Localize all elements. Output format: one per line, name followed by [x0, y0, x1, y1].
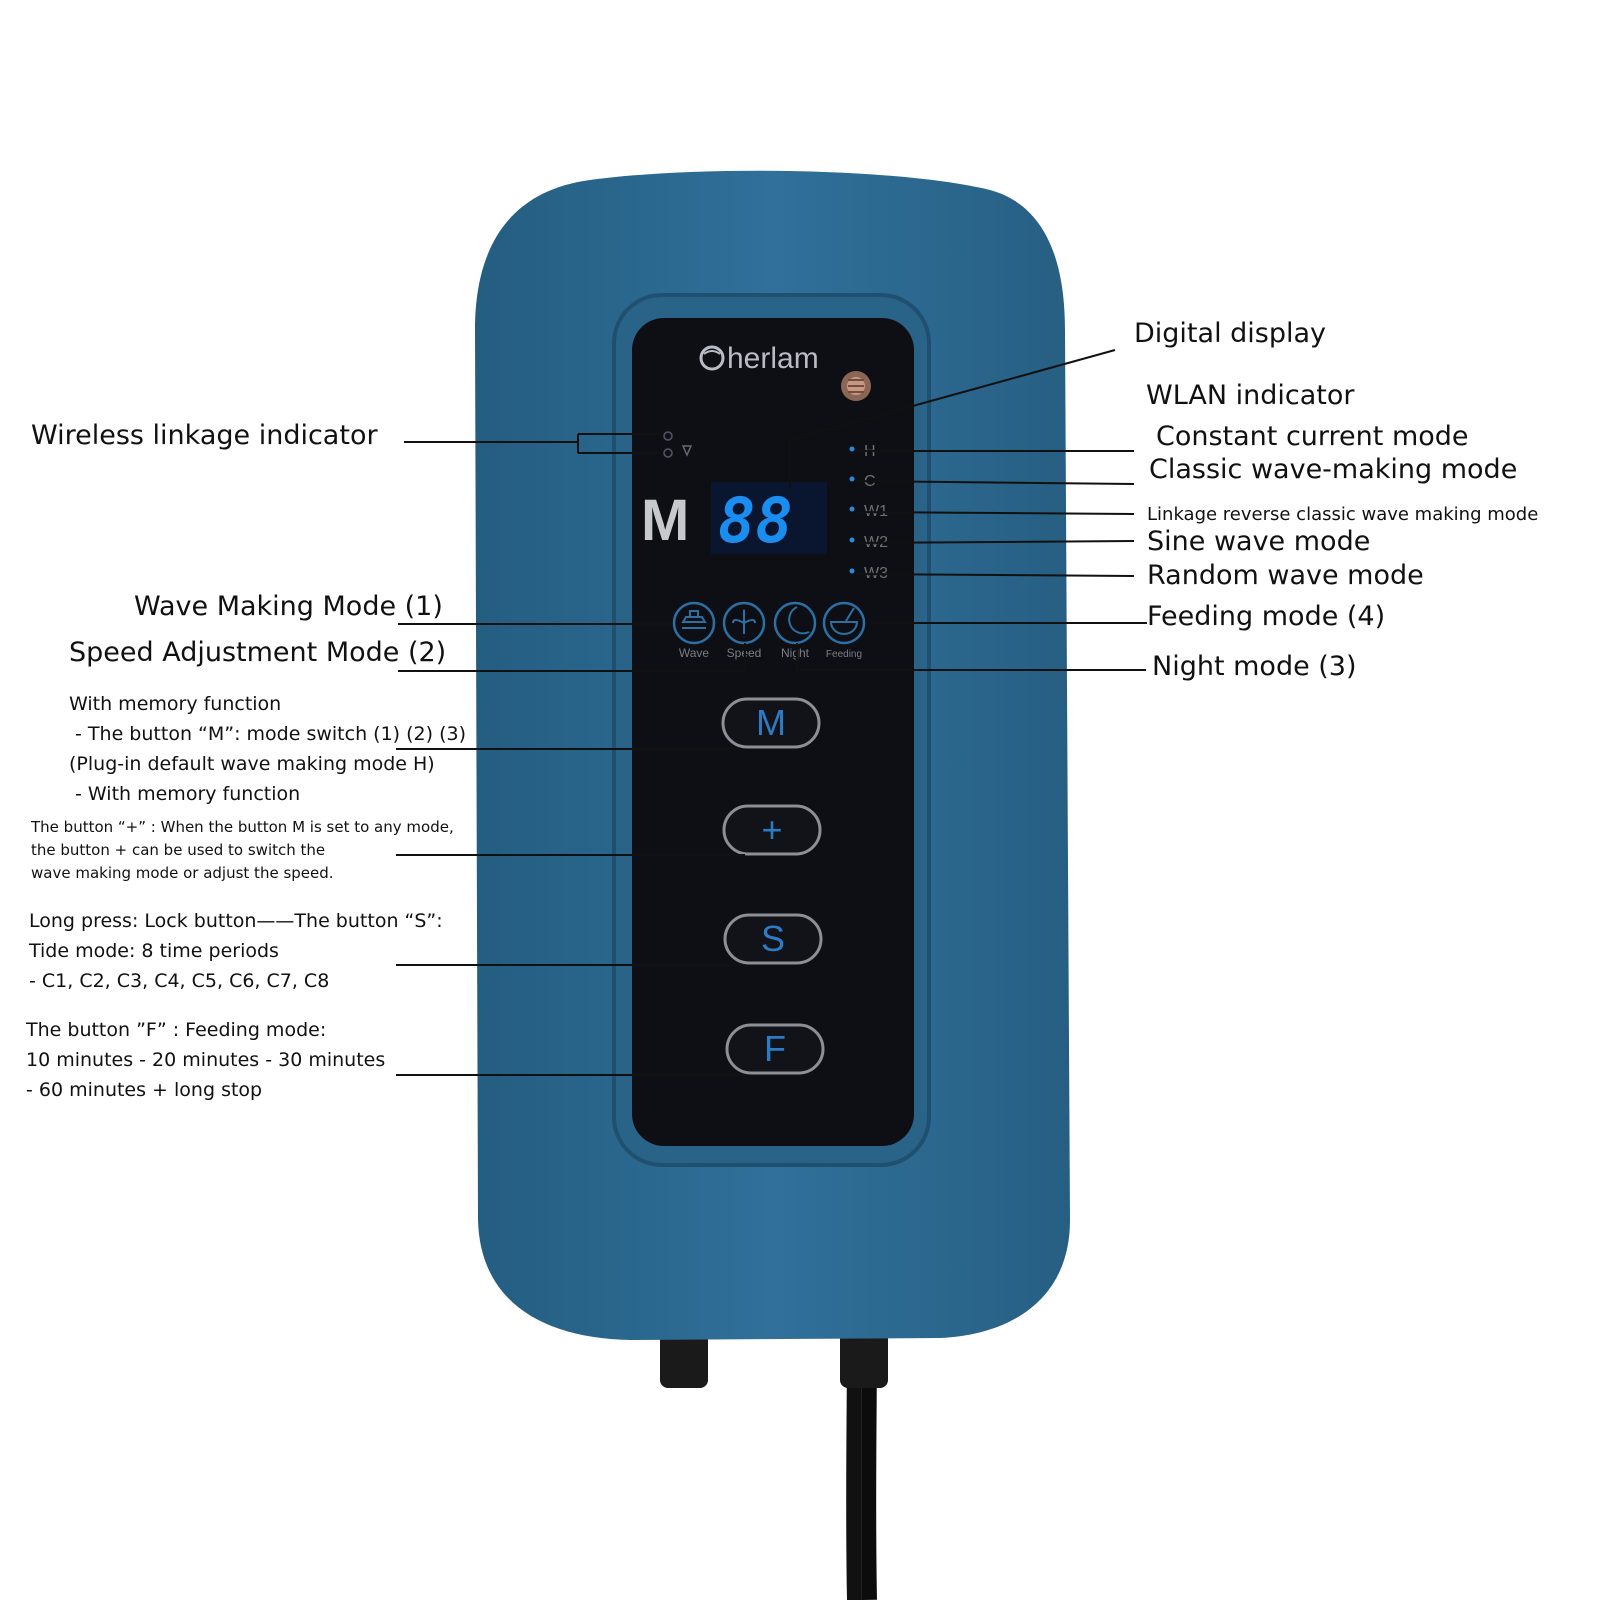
- note-line: the button + can be used to switch the: [31, 841, 326, 859]
- button-label: S: [761, 918, 785, 959]
- button-label: M: [756, 702, 786, 743]
- note-s-button: Long press: Lock button——The button “S”:…: [29, 906, 443, 996]
- leader-line: [855, 573, 1135, 577]
- note-line: - With memory function: [69, 783, 301, 805]
- function-icon-label: Feeding: [826, 649, 862, 660]
- bowl-icon[interactable]: Feeding: [822, 601, 866, 660]
- note-line: - C1, C2, C3, C4, C5, C6, C7, C8: [29, 970, 330, 992]
- note-line: Long press: Lock button——The button “S”:: [29, 910, 443, 932]
- note-line: The button “+” : When the button M is se…: [31, 818, 454, 836]
- label-wlan-indicator: WLAN indicator: [1146, 380, 1355, 411]
- moon-icon[interactable]: Night: [773, 601, 817, 660]
- button-f[interactable]: F: [725, 1023, 825, 1075]
- leader-line: [789, 349, 1116, 488]
- note-line: 10 minutes - 20 minutes - 30 minutes: [26, 1049, 386, 1071]
- label-classic-wave: Classic wave-making mode: [1149, 454, 1518, 485]
- button-plus[interactable]: +: [722, 804, 822, 856]
- leader-line: [404, 433, 662, 454]
- label-wave-making-mode: Wave Making Mode (1): [134, 591, 443, 622]
- label-sine-wave: Sine wave mode: [1147, 526, 1371, 557]
- brand-name: herlam: [727, 342, 819, 375]
- brand-logo: [699, 345, 725, 371]
- wireless-linkage-leds: [663, 431, 693, 458]
- light-sensor: [841, 371, 871, 401]
- label-linkage-reverse: Linkage reverse classic wave making mode: [1147, 504, 1539, 525]
- note-line: - 60 minutes + long stop: [26, 1079, 263, 1101]
- note-plus-button: The button “+” : When the button M is se…: [31, 816, 454, 885]
- function-icon-label: Wave: [679, 646, 710, 660]
- note-line: wave making mode or adjust the speed.: [31, 864, 334, 882]
- leader-line: [796, 643, 1146, 671]
- leader-line: [855, 480, 1135, 485]
- mode-led: [849, 476, 855, 482]
- note-line: With memory function: [69, 693, 282, 715]
- mode-led: [849, 446, 855, 452]
- mode-letter: M: [641, 488, 689, 553]
- label-night-mode: Night mode (3): [1152, 651, 1357, 682]
- label-speed-adjustment: Speed Adjustment Mode (2): [69, 637, 447, 668]
- label-wireless-linkage: Wireless linkage indicator: [31, 420, 378, 451]
- display-digits: 88: [718, 484, 793, 557]
- function-icon-label: Night: [781, 646, 810, 660]
- note-line: - The button “M”: mode switch (1) (2) (3…: [69, 723, 466, 745]
- mode-led: [849, 537, 855, 543]
- button-m[interactable]: M: [721, 697, 821, 749]
- leader-line: [855, 511, 1135, 515]
- label-feeding-mode: Feeding mode (4): [1147, 601, 1386, 632]
- leader-line: [398, 643, 746, 672]
- leader-line: [855, 540, 1135, 544]
- wave-icon[interactable]: Wave: [672, 601, 716, 660]
- note-m-button: With memory function - The button “M”: m…: [69, 689, 466, 809]
- button-s[interactable]: S: [723, 913, 823, 965]
- mode-led: [849, 568, 855, 574]
- button-label: +: [761, 809, 782, 850]
- power-cables: [660, 1318, 888, 1600]
- note-line: The button ”F” : Feeding mode:: [26, 1019, 327, 1041]
- label-constant-current: Constant current mode: [1156, 421, 1469, 452]
- mode-led: [849, 506, 855, 512]
- label-digital-display: Digital display: [1134, 318, 1327, 349]
- control-buttons: M + S F: [721, 697, 825, 1075]
- label-random-wave: Random wave mode: [1147, 560, 1424, 591]
- button-label: F: [764, 1028, 786, 1069]
- note-line: (Plug-in default wave making mode H): [69, 753, 435, 775]
- note-line: Tide mode: 8 time periods: [29, 940, 279, 962]
- leader-lines: [396, 349, 1147, 1076]
- note-f-button: The button ”F” : Feeding mode: 10 minute…: [26, 1015, 385, 1105]
- digital-display: [711, 482, 827, 554]
